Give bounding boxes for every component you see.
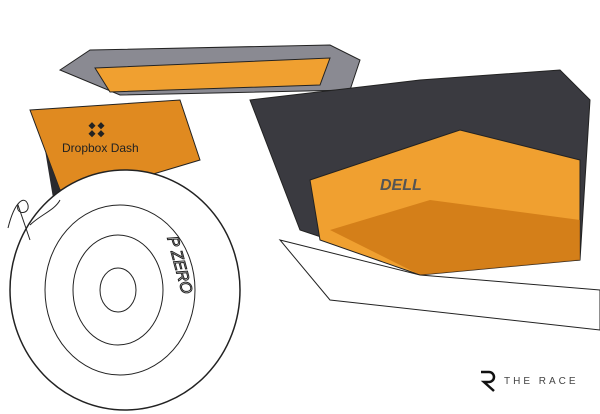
sidepod-shadow	[330, 200, 580, 275]
sidepod-text: DELL	[380, 177, 422, 194]
wheel-rim	[72, 234, 164, 346]
wheel-hub	[99, 267, 137, 313]
rear-wing-mainplane	[94, 57, 331, 93]
tyre-sidewall	[44, 204, 196, 376]
artist-signature	[7, 199, 61, 241]
r-logo-icon	[480, 370, 496, 392]
dropbox-icon	[88, 122, 105, 138]
brand-logo: THE RACE	[480, 370, 579, 392]
sponsor-text: Dropbox Dash	[62, 141, 139, 155]
floor	[278, 239, 600, 331]
brand-name: THE RACE	[504, 375, 579, 387]
